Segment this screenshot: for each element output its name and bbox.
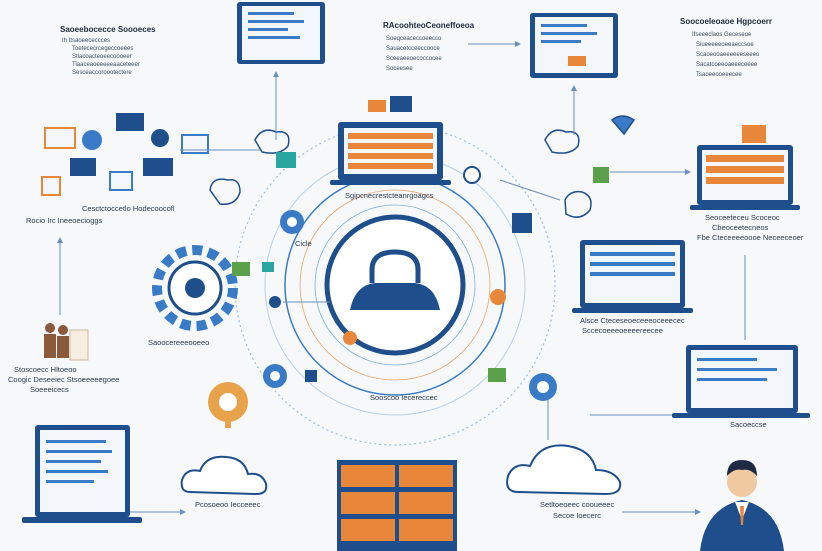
top-left-line: Toetececrcegeccoeees	[72, 46, 133, 52]
server-rack	[337, 460, 457, 551]
top-center-line: Soeqceaceccoeecco	[386, 36, 442, 42]
orange-lock-icon	[208, 382, 248, 428]
top-center-line: Sauacetcceeccooce	[386, 46, 440, 52]
label-people2: Coogic Deseeiec Stsoeeeeegoee	[8, 375, 119, 384]
person-avatar-icon	[700, 460, 784, 551]
label-right-top3: Fbe Cteceeeeoooe Neceeceoer	[697, 233, 804, 242]
top-right-line: Sacatcoeeoaeeeceeee	[696, 62, 758, 68]
gear-small-top-icon	[280, 210, 304, 234]
top-right-text-block: Soocoeleoaoe Hgpcoerr Ifseeeclaos Gecese…	[680, 17, 772, 78]
center-laptop	[330, 96, 451, 185]
orbit-rings	[234, 124, 556, 446]
top-left-line: Ih Itsaoeececcces	[62, 38, 110, 44]
label-cloud-right: Setltoeoeec cooueeec	[540, 500, 614, 509]
label-right-top: Seoceeteceu Scoceoc	[705, 213, 780, 222]
top-right-line: Tsaoeeooeeecee	[696, 72, 742, 78]
doodle-icons	[209, 115, 636, 218]
top-right-title: Soocoeleoaoe Hgpcoerr	[680, 17, 772, 26]
label-people: Stoscoecc Hltoeoo	[14, 365, 77, 374]
center-hub	[324, 214, 466, 356]
top-left-line: Stlacoacteoeecoooeer	[72, 54, 132, 60]
misc-labels: Cesctctoccetlo Hodecoocofl Rocio Irc Ine…	[8, 191, 804, 520]
cloud-right-icon	[506, 444, 622, 496]
right-laptop-low	[672, 345, 810, 418]
label-center-top: Sgipcnecrestcteanrgoagcs	[345, 191, 434, 200]
top-left-line: Tiaaceaoeeeeeaaceteeer	[72, 62, 140, 68]
bottom-left-laptop	[22, 425, 142, 523]
top-left-title: Saoeebocecce Soooeces	[60, 25, 156, 34]
right-laptop-orange	[690, 125, 800, 210]
label-gear-small: Cicle	[295, 239, 312, 248]
ring-nodes	[232, 166, 532, 382]
top-center-title: RAcoohteoCeoneffoeoa	[383, 21, 475, 30]
top-left-text-block: Saoeebocecce Soooeces Ih Itsaoeececcces …	[60, 25, 156, 76]
label-center-bottom: Sooscoo Iecereccec	[370, 393, 438, 402]
gear-large-left-icon	[152, 245, 238, 331]
top-monitor-left	[237, 2, 325, 64]
top-left-line: Sesceaccoroootectere	[72, 70, 132, 76]
top-right-line: Scaoeooaeeeeeeseeeo	[696, 52, 760, 58]
gear-bottom-left-icon	[263, 364, 287, 388]
right-laptop-blue	[572, 240, 693, 313]
padlock-cloud-icon	[350, 283, 440, 310]
top-monitor-right	[530, 13, 618, 78]
label-left-mid: Cesctctoccetlo Hodecoocofl	[82, 204, 175, 213]
icon-cluster-upper-left	[41, 113, 209, 196]
cloud-left-icon	[180, 455, 268, 496]
top-right-line: Ifseeeclaos Geceseoe	[692, 32, 752, 38]
label-right-low: Sacoeccse	[730, 420, 767, 429]
label-cloud-left: Pcosoeoo Iecceeec	[195, 500, 261, 509]
label-right-top2: Cbeoceetecneos	[712, 223, 769, 232]
label-gear-left: Saoocereeeooeeo	[148, 338, 209, 347]
label-people3: Soeeeicecs	[30, 385, 69, 394]
people-group-icon	[44, 323, 89, 361]
gear-bottom-right-icon	[529, 373, 557, 401]
top-center-line: Soceesee	[386, 66, 413, 72]
connector-lines	[57, 41, 746, 515]
top-center-text-block: RAcoohteoCeoneffoeoa Soeqceaceccoeecco S…	[383, 21, 475, 72]
label-left-mid2: Rocio Irc Ineeoecioggs	[26, 216, 103, 225]
label-right-mid2: Sccecoeeeoeeeereecee	[582, 326, 663, 335]
top-right-line: Siueeeeeoeeaeccsoe	[696, 42, 754, 48]
top-center-line: Sceeaeeoecoccocee	[386, 56, 442, 62]
label-right-mid: Alsce Cteceseoeceeeoceeecec	[580, 316, 685, 325]
label-cloud-right2: Secoe Ioecerc	[553, 511, 601, 520]
